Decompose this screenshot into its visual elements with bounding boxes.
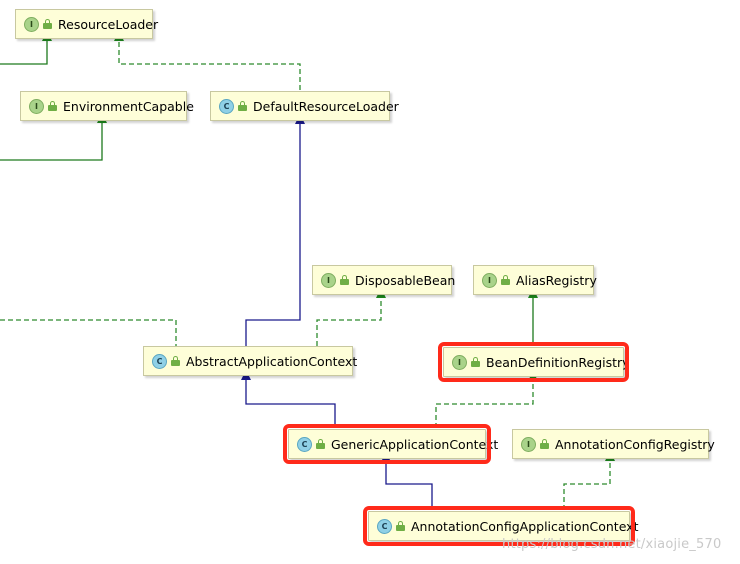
watermark: https://blog.csdn.net/xiaojie_570 [502,537,722,552]
interface-icon: I [29,98,44,114]
class-icon: C [297,436,312,452]
node-label: EnvironmentCapable [63,98,194,114]
edge-offscreen-to-AbstractApplicationContext [0,319,177,346]
lock-icon [316,439,325,449]
node-AnnotationConfigApplicationContext[interactable]: C AnnotationConfigApplicationContext [363,506,638,546]
node-label: DefaultResourceLoader [253,98,399,114]
node-label: AbstractApplicationContext [186,353,358,369]
node-EnvironmentCapable[interactable]: I EnvironmentCapable [20,91,194,121]
lock-icon [340,275,349,285]
edge-offscreen-to-ResourceLoader [0,31,52,65]
node-AliasRegistry[interactable]: I AliasRegistry [473,265,597,295]
interface-icon: I [452,354,467,370]
class-icon: C [377,518,392,534]
interface-icon: I [482,272,497,288]
interface-icon: I [321,272,336,288]
node-label: AnnotationConfigRegistry [555,436,715,452]
node-DisposableBean[interactable]: I DisposableBean [312,265,456,295]
node-AnnotationConfigRegistry[interactable]: I AnnotationConfigRegistry [512,429,715,459]
node-BeanDefinitionRegistry[interactable]: I BeanDefinitionRegistry [438,342,630,382]
lock-icon [43,19,52,29]
edge-GenericApplicationContext-AbstractApplicationContext [241,370,336,428]
edge-GenericApplicationContext-BeanDefinitionRegistry [435,371,538,428]
node-DefaultResourceLoader[interactable]: C DefaultResourceLoader [210,91,399,121]
lock-icon [238,101,247,111]
lock-icon [501,275,510,285]
lock-icon [540,439,549,449]
edge-AbstractApplicationContext-DisposableBean [316,288,386,346]
edge-offscreen-to-EnvironmentCapable [0,113,107,161]
lock-icon [48,101,57,111]
node-label: AnnotationConfigApplicationContext [411,518,639,534]
node-label: AliasRegistry [516,272,597,288]
lock-icon [171,356,180,366]
edge-AnnotationConfigApplicationContext-GenericApplicationContext [381,452,433,510]
edge-AbstractApplicationContext-DefaultResourceLoader [245,114,305,346]
node-ResourceLoader[interactable]: I ResourceLoader [15,9,158,39]
node-label: DisposableBean [355,272,456,288]
edge-DefaultResourceLoader-ResourceLoader [114,31,301,90]
edge-AnnotationConfigApplicationContext-AnnotationConfigRegistry [563,451,615,510]
node-label: ResourceLoader [58,16,159,32]
lock-icon [396,521,405,531]
node-label: BeanDefinitionRegistry [486,354,630,370]
class-icon: C [219,98,234,114]
node-GenericApplicationContext[interactable]: C GenericApplicationContext [283,424,498,464]
interface-icon: I [24,16,39,32]
node-label: GenericApplicationContext [331,436,499,452]
node-AbstractApplicationContext[interactable]: C AbstractApplicationContext [143,346,357,376]
abstract-class-icon: C [152,353,167,369]
lock-icon [471,357,480,367]
interface-icon: I [521,436,536,452]
